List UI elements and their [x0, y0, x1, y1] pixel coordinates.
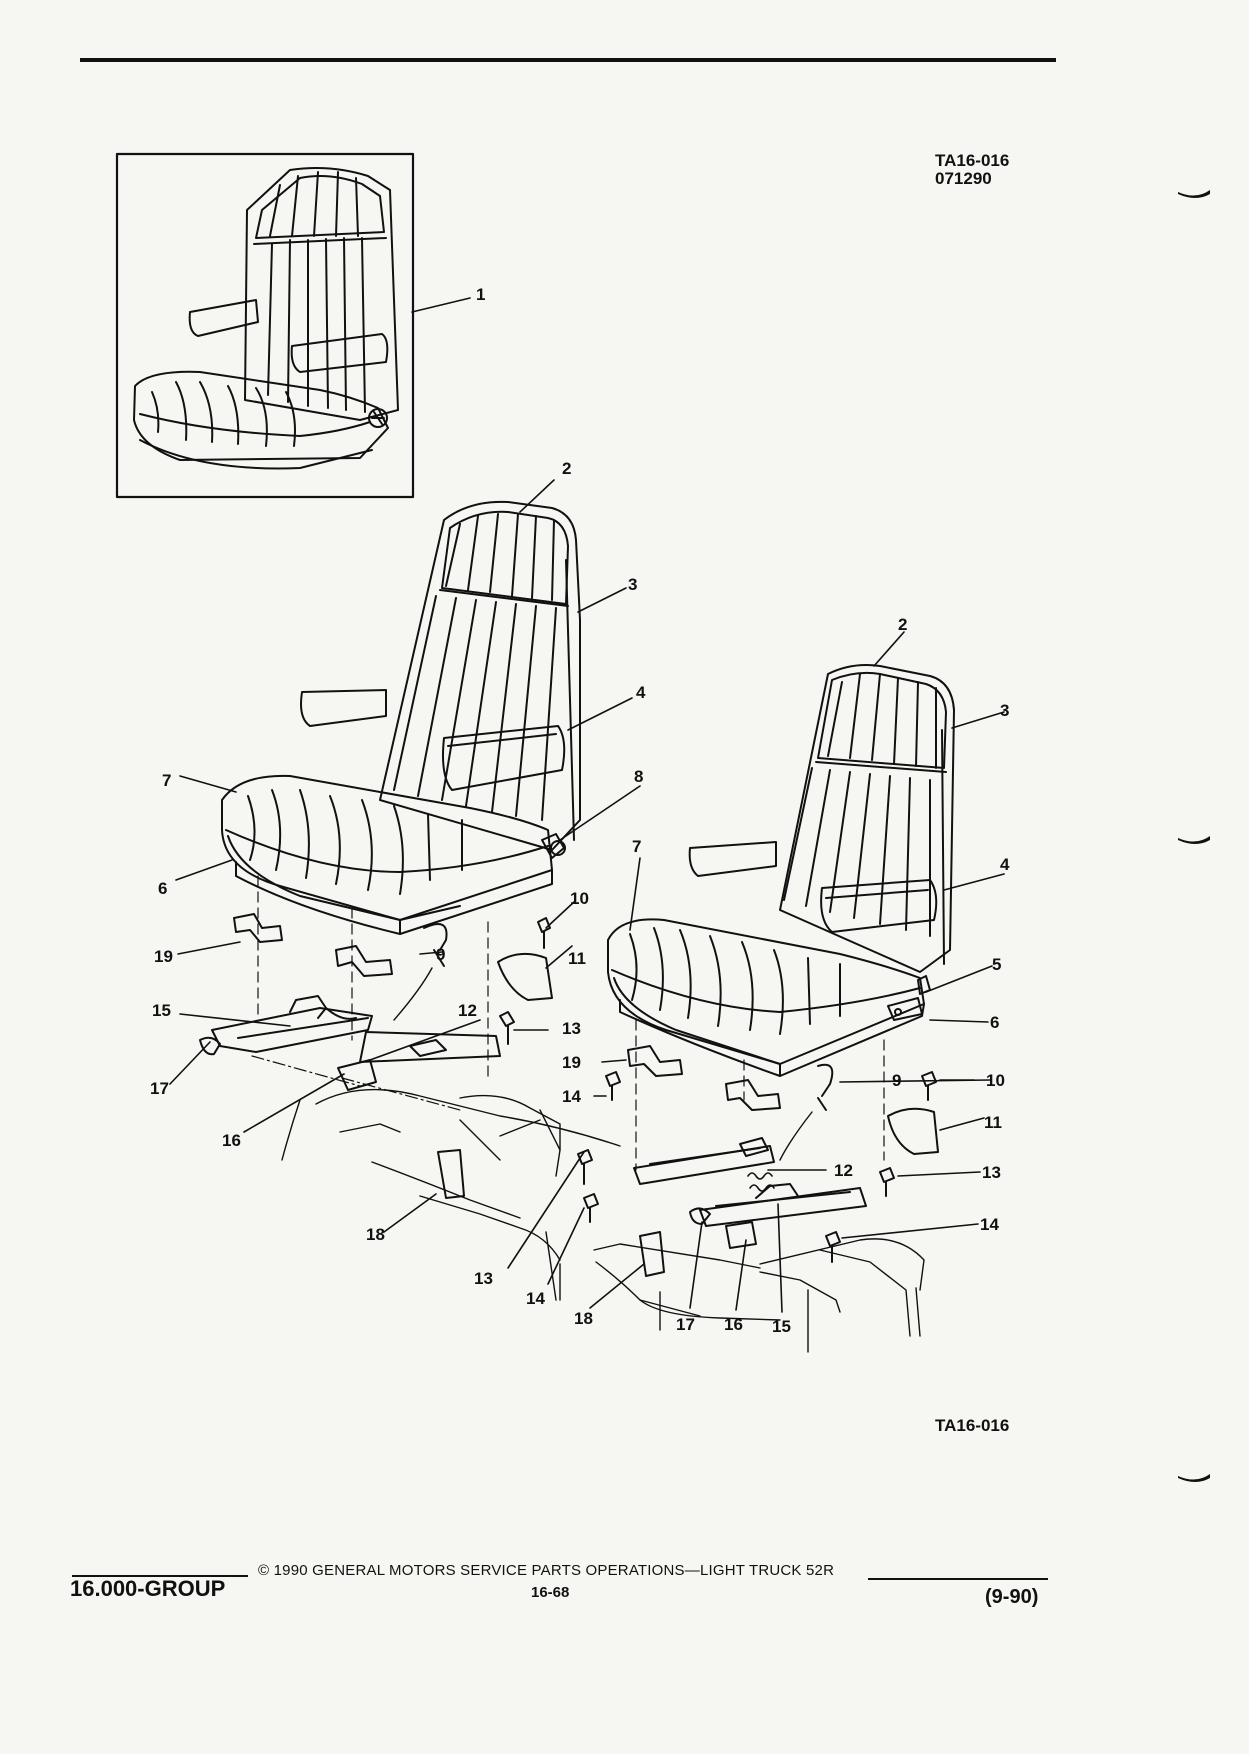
callout-14: 14: [526, 1289, 545, 1308]
binder-mark: [1178, 1474, 1210, 1482]
callout-10: 10: [570, 889, 589, 908]
callout-leader-lines: [169, 297, 1005, 1313]
figure-bottom-id: TA16-016: [935, 1416, 1010, 1435]
callout-6: 6: [158, 879, 167, 898]
callout-8: 8: [634, 767, 643, 786]
callout-11: 11: [568, 949, 586, 968]
callout-7: 7: [162, 771, 171, 790]
callout-9: 9: [436, 945, 445, 964]
vehicle-floor-drawing: [281, 1088, 925, 1353]
callout-15: 15: [152, 1001, 171, 1020]
callout-19: 19: [562, 1053, 581, 1072]
header-rule: [80, 58, 1056, 62]
footer-rule: [72, 1575, 248, 1577]
callout-3: 3: [1000, 701, 1009, 720]
callout-9: 9: [892, 1071, 901, 1090]
callout-13: 13: [562, 1019, 581, 1038]
figure-reference: TA16-016 071290: [935, 152, 1009, 188]
callout-4: 4: [636, 683, 646, 702]
callout-1: 1: [476, 285, 485, 304]
figure-id: TA16-016: [935, 151, 1010, 170]
callout-13: 13: [982, 1163, 1001, 1182]
assembled-seat-drawing: [133, 167, 399, 470]
callout-4: 4: [1000, 855, 1010, 874]
callout-5: 5: [992, 955, 1001, 974]
binder-mark: [1178, 836, 1210, 844]
binder-mark: [1178, 190, 1210, 198]
callout-17: 17: [676, 1315, 695, 1334]
callout-17: 17: [150, 1079, 169, 1098]
callout-15: 15: [772, 1317, 791, 1336]
callout-7: 7: [632, 837, 641, 856]
page-number: 16-68: [531, 1584, 570, 1601]
callout-12: 12: [834, 1161, 853, 1180]
callout-18: 18: [574, 1309, 593, 1328]
inset-frame: [115, 152, 415, 499]
callout-6: 6: [990, 1013, 999, 1032]
callout-18: 18: [366, 1225, 385, 1244]
footer-rule: [868, 1578, 1048, 1580]
callout-14: 14: [980, 1215, 999, 1234]
copyright-line: © 1990 GENERAL MOTORS SERVICE PARTS OPER…: [258, 1562, 835, 1579]
left-seat-drawing: [199, 500, 581, 1199]
callout-16: 16: [222, 1131, 241, 1150]
group-number: 16.000-GROUP: [70, 1576, 226, 1601]
callout-11: 11: [984, 1113, 1002, 1132]
callout-2: 2: [898, 615, 907, 634]
callout-3: 3: [628, 575, 637, 594]
callout-10: 10: [986, 1071, 1005, 1090]
revision-date: (9-90): [985, 1586, 1039, 1608]
figure-date-code: 071290: [935, 169, 992, 188]
callout-19: 19: [154, 947, 173, 966]
callout-13: 13: [474, 1269, 493, 1288]
callout-labels: 1 2 3 4 7 8 6 19 9 15 12 17 16 10 11 13 …: [150, 285, 1010, 1336]
callout-12: 12: [458, 1001, 477, 1020]
callout-16: 16: [724, 1315, 743, 1334]
callout-2: 2: [562, 459, 571, 478]
callout-14: 14: [562, 1087, 581, 1106]
right-seat-drawing: [577, 664, 955, 1277]
